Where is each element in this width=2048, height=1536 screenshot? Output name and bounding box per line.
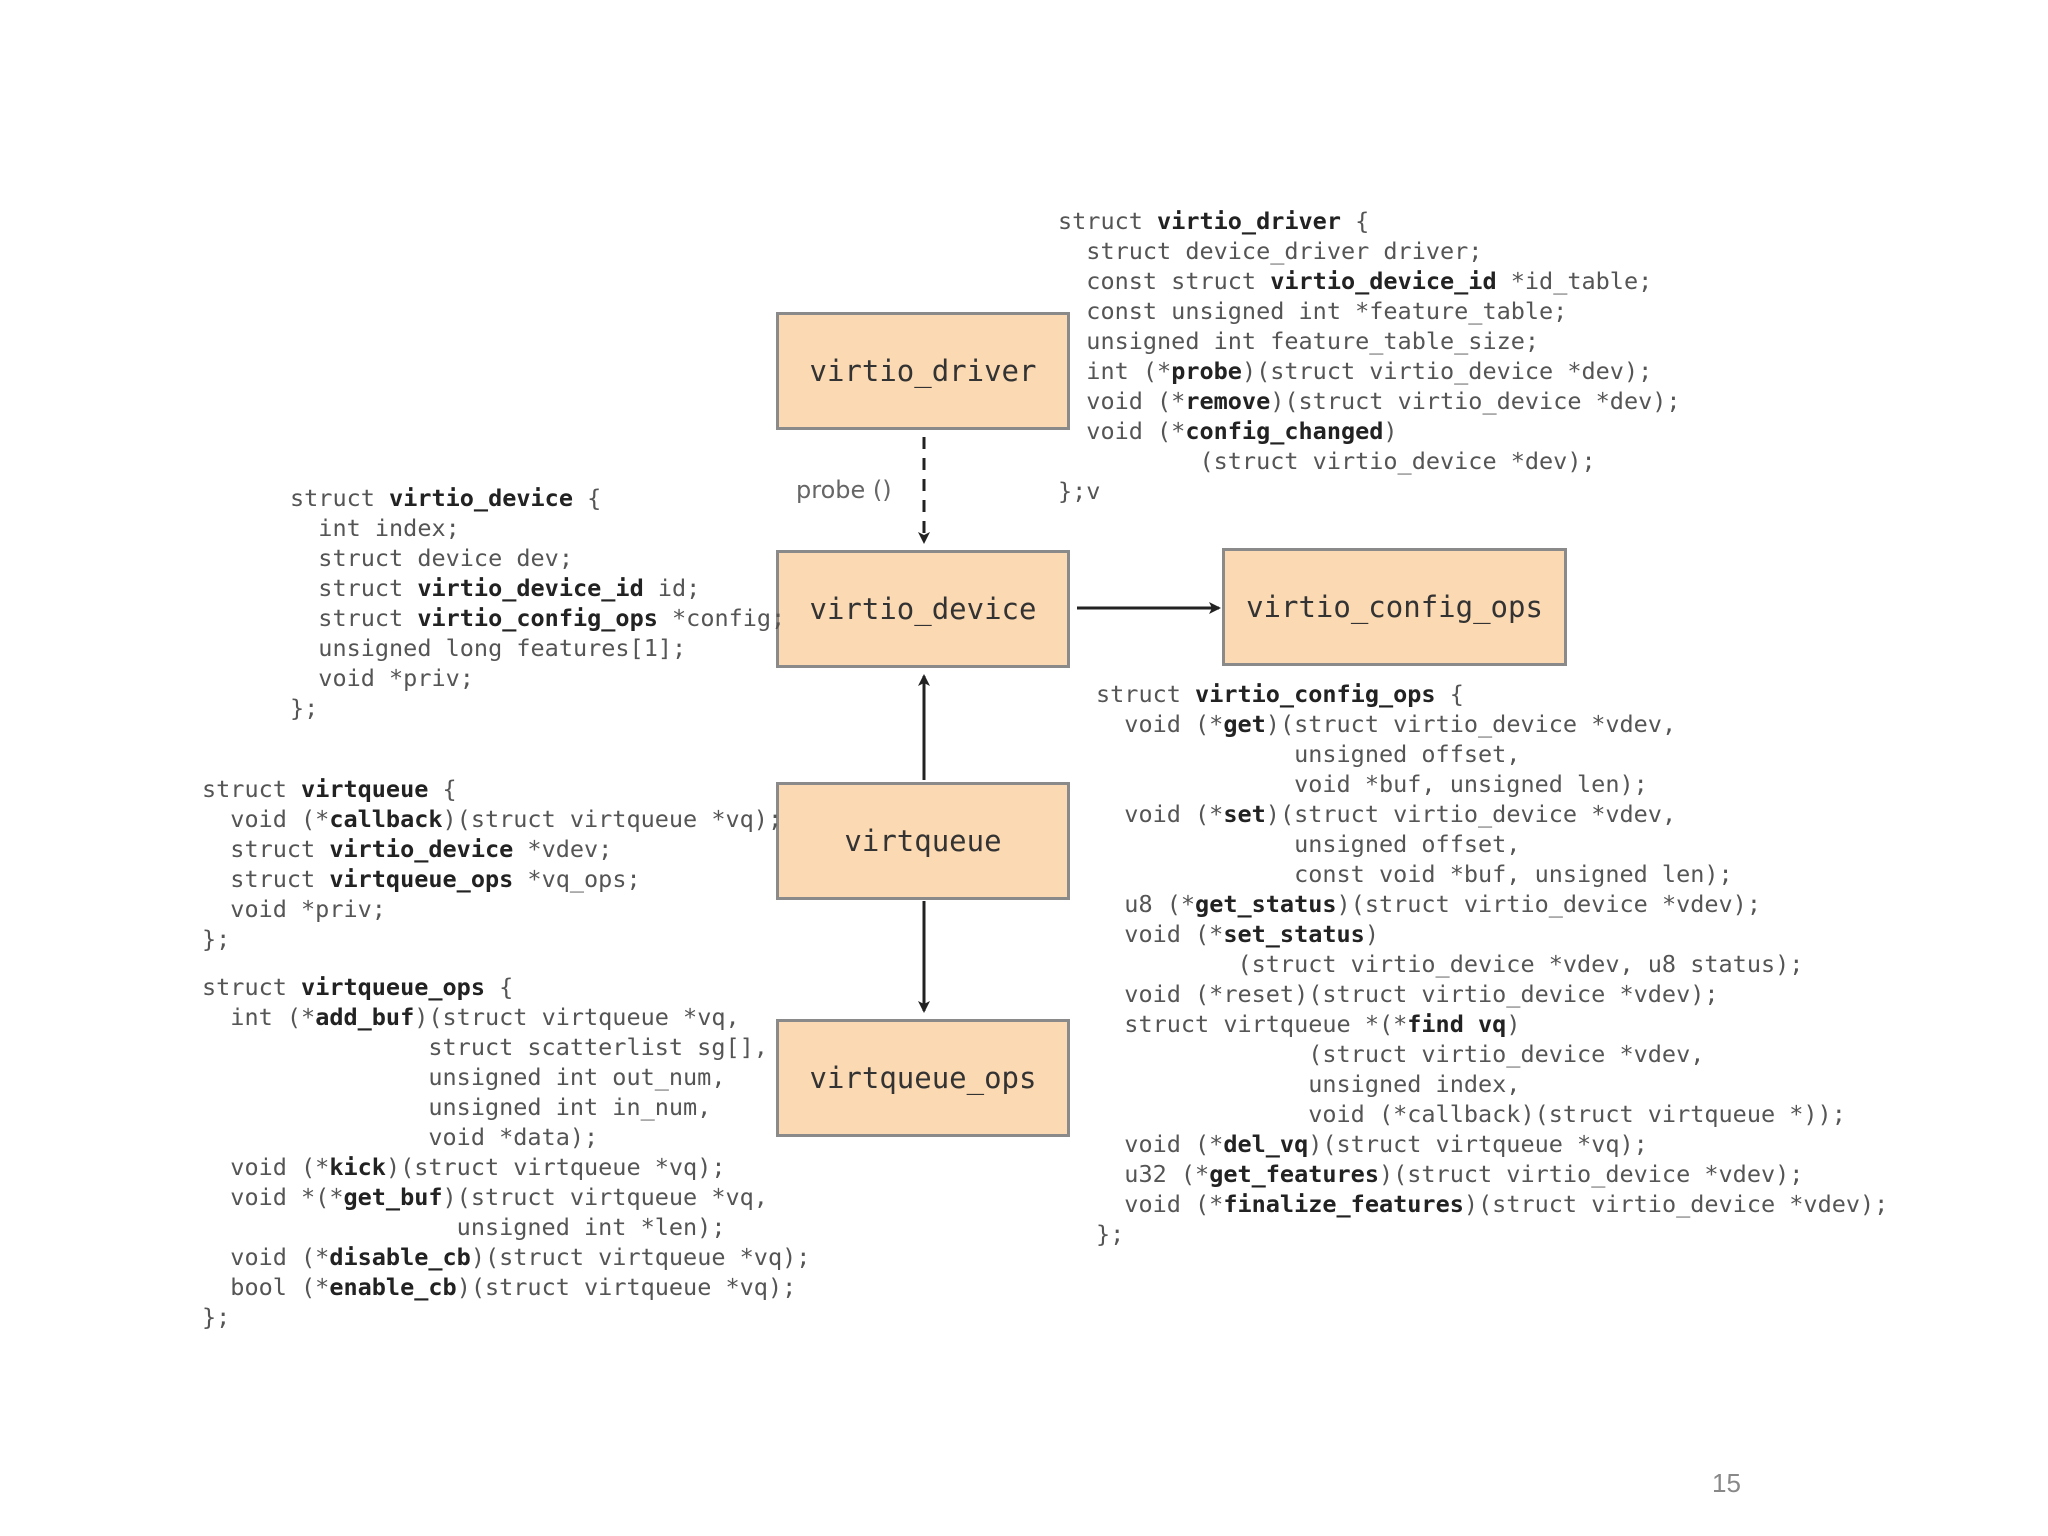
code-line: struct virtio_config_ops { bbox=[1096, 680, 1464, 708]
code-line: }; bbox=[202, 1303, 231, 1331]
code-line: bool (*enable_cb)(struct virtqueue *vq); bbox=[202, 1273, 797, 1301]
code-line: struct virtio_driver { bbox=[1058, 207, 1370, 235]
virtio-driver-label: virtio_driver bbox=[809, 354, 1037, 388]
code-line: struct virtio_device { bbox=[290, 484, 602, 512]
code-line: struct virtqueue { bbox=[202, 775, 457, 803]
code-line: struct virtio_config_ops *config; bbox=[290, 604, 786, 632]
virtqueue-ops-label: virtqueue_ops bbox=[809, 1061, 1037, 1095]
code-line: struct virtqueue_ops *vq_ops; bbox=[202, 865, 641, 893]
code-line: const unsigned int *feature_table; bbox=[1058, 297, 1568, 325]
code-line: unsigned int *len); bbox=[202, 1213, 726, 1241]
code-line: unsigned int in_num, bbox=[202, 1093, 712, 1121]
code-line: void (*get)(struct virtio_device *vdev, bbox=[1096, 710, 1677, 738]
code-line: struct virtio_device *vdev; bbox=[202, 835, 613, 863]
virtqueue-ops-box: virtqueue_ops bbox=[776, 1019, 1070, 1137]
code-line: void (*remove)(struct virtio_device *dev… bbox=[1058, 387, 1681, 415]
virtqueue-box: virtqueue bbox=[776, 782, 1070, 900]
virtio-device-box: virtio_device bbox=[776, 550, 1070, 668]
code-line: unsigned offset, bbox=[1096, 740, 1521, 768]
code-line: struct device_driver driver; bbox=[1058, 237, 1483, 265]
code-line: void (*callback)(struct virtqueue *vq); bbox=[202, 805, 783, 833]
code-line: void (*disable_cb)(struct virtqueue *vq)… bbox=[202, 1243, 811, 1271]
code-line: unsigned int out_num, bbox=[202, 1063, 726, 1091]
code-line: struct device dev; bbox=[290, 544, 573, 572]
code-line: u32 (*get_features)(struct virtio_device… bbox=[1096, 1160, 1804, 1188]
code-line: const void *buf, unsigned len); bbox=[1096, 860, 1733, 888]
code-line: void (*finalize_features)(struct virtio_… bbox=[1096, 1190, 1889, 1218]
virtio-device-label: virtio_device bbox=[809, 592, 1037, 626]
code-line: struct virtqueue *(*find vq) bbox=[1096, 1010, 1521, 1038]
virtio-driver-box: virtio_driver bbox=[776, 312, 1070, 430]
code-line: (struct virtio_device *vdev, bbox=[1096, 1040, 1705, 1068]
virtio-config-ops-struct: struct virtio_config_ops { void (*get)(s… bbox=[1096, 679, 1888, 1249]
code-line: int (*add_buf)(struct virtqueue *vq, bbox=[202, 1003, 740, 1031]
virtqueue-ops-struct: struct virtqueue_ops { int (*add_buf)(st… bbox=[202, 972, 810, 1332]
page-number: 15 bbox=[1712, 1468, 1741, 1498]
code-line: void (*del_vq)(struct virtqueue *vq); bbox=[1096, 1130, 1648, 1158]
virtio-config-ops-label: virtio_config_ops bbox=[1246, 590, 1543, 624]
virtqueue-struct: struct virtqueue { void (*callback)(stru… bbox=[202, 774, 782, 954]
code-line: void (*kick)(struct virtqueue *vq); bbox=[202, 1153, 726, 1181]
code-line: void (*set)(struct virtio_device *vdev, bbox=[1096, 800, 1677, 828]
code-line: void (*config_changed) bbox=[1058, 417, 1398, 445]
code-line: void *priv; bbox=[202, 895, 386, 923]
code-line: void *buf, unsigned len); bbox=[1096, 770, 1648, 798]
code-line: }; bbox=[290, 694, 319, 722]
code-line: struct virtio_device_id id; bbox=[290, 574, 701, 602]
code-line: void *(*get_buf)(struct virtqueue *vq, bbox=[202, 1183, 768, 1211]
code-line: void *priv; bbox=[290, 664, 474, 692]
code-line: void (*callback)(struct virtqueue *)); bbox=[1096, 1100, 1846, 1128]
code-line: int index; bbox=[290, 514, 460, 542]
code-line: unsigned offset, bbox=[1096, 830, 1521, 858]
code-line: int (*probe)(struct virtio_device *dev); bbox=[1058, 357, 1653, 385]
code-line: void (*reset)(struct virtio_device *vdev… bbox=[1096, 980, 1719, 1008]
code-line: void (*set_status) bbox=[1096, 920, 1379, 948]
code-line: const struct virtio_device_id *id_table; bbox=[1058, 267, 1653, 295]
code-line: }; bbox=[202, 925, 231, 953]
virtio-config-ops-box: virtio_config_ops bbox=[1222, 548, 1567, 666]
code-line: unsigned int feature_table_size; bbox=[1058, 327, 1540, 355]
virtio-device-struct: struct virtio_device { int index; struct… bbox=[290, 483, 785, 723]
code-line: struct virtqueue_ops { bbox=[202, 973, 514, 1001]
code-line: void *data); bbox=[202, 1123, 599, 1151]
code-line: struct scatterlist sg[], bbox=[202, 1033, 768, 1061]
code-line: };v bbox=[1058, 477, 1101, 505]
code-line: }; bbox=[1096, 1220, 1125, 1248]
code-line: unsigned long features[1]; bbox=[290, 634, 687, 662]
code-line: u8 (*get_status)(struct virtio_device *v… bbox=[1096, 890, 1761, 918]
virtqueue-label: virtqueue bbox=[844, 824, 1002, 858]
code-line: (struct virtio_device *dev); bbox=[1058, 447, 1596, 475]
code-line: unsigned index, bbox=[1096, 1070, 1521, 1098]
probe-label: probe () bbox=[796, 476, 892, 504]
code-line: (struct virtio_device *vdev, u8 status); bbox=[1096, 950, 1804, 978]
virtio-driver-struct: struct virtio_driver { struct device_dri… bbox=[1058, 206, 1681, 506]
